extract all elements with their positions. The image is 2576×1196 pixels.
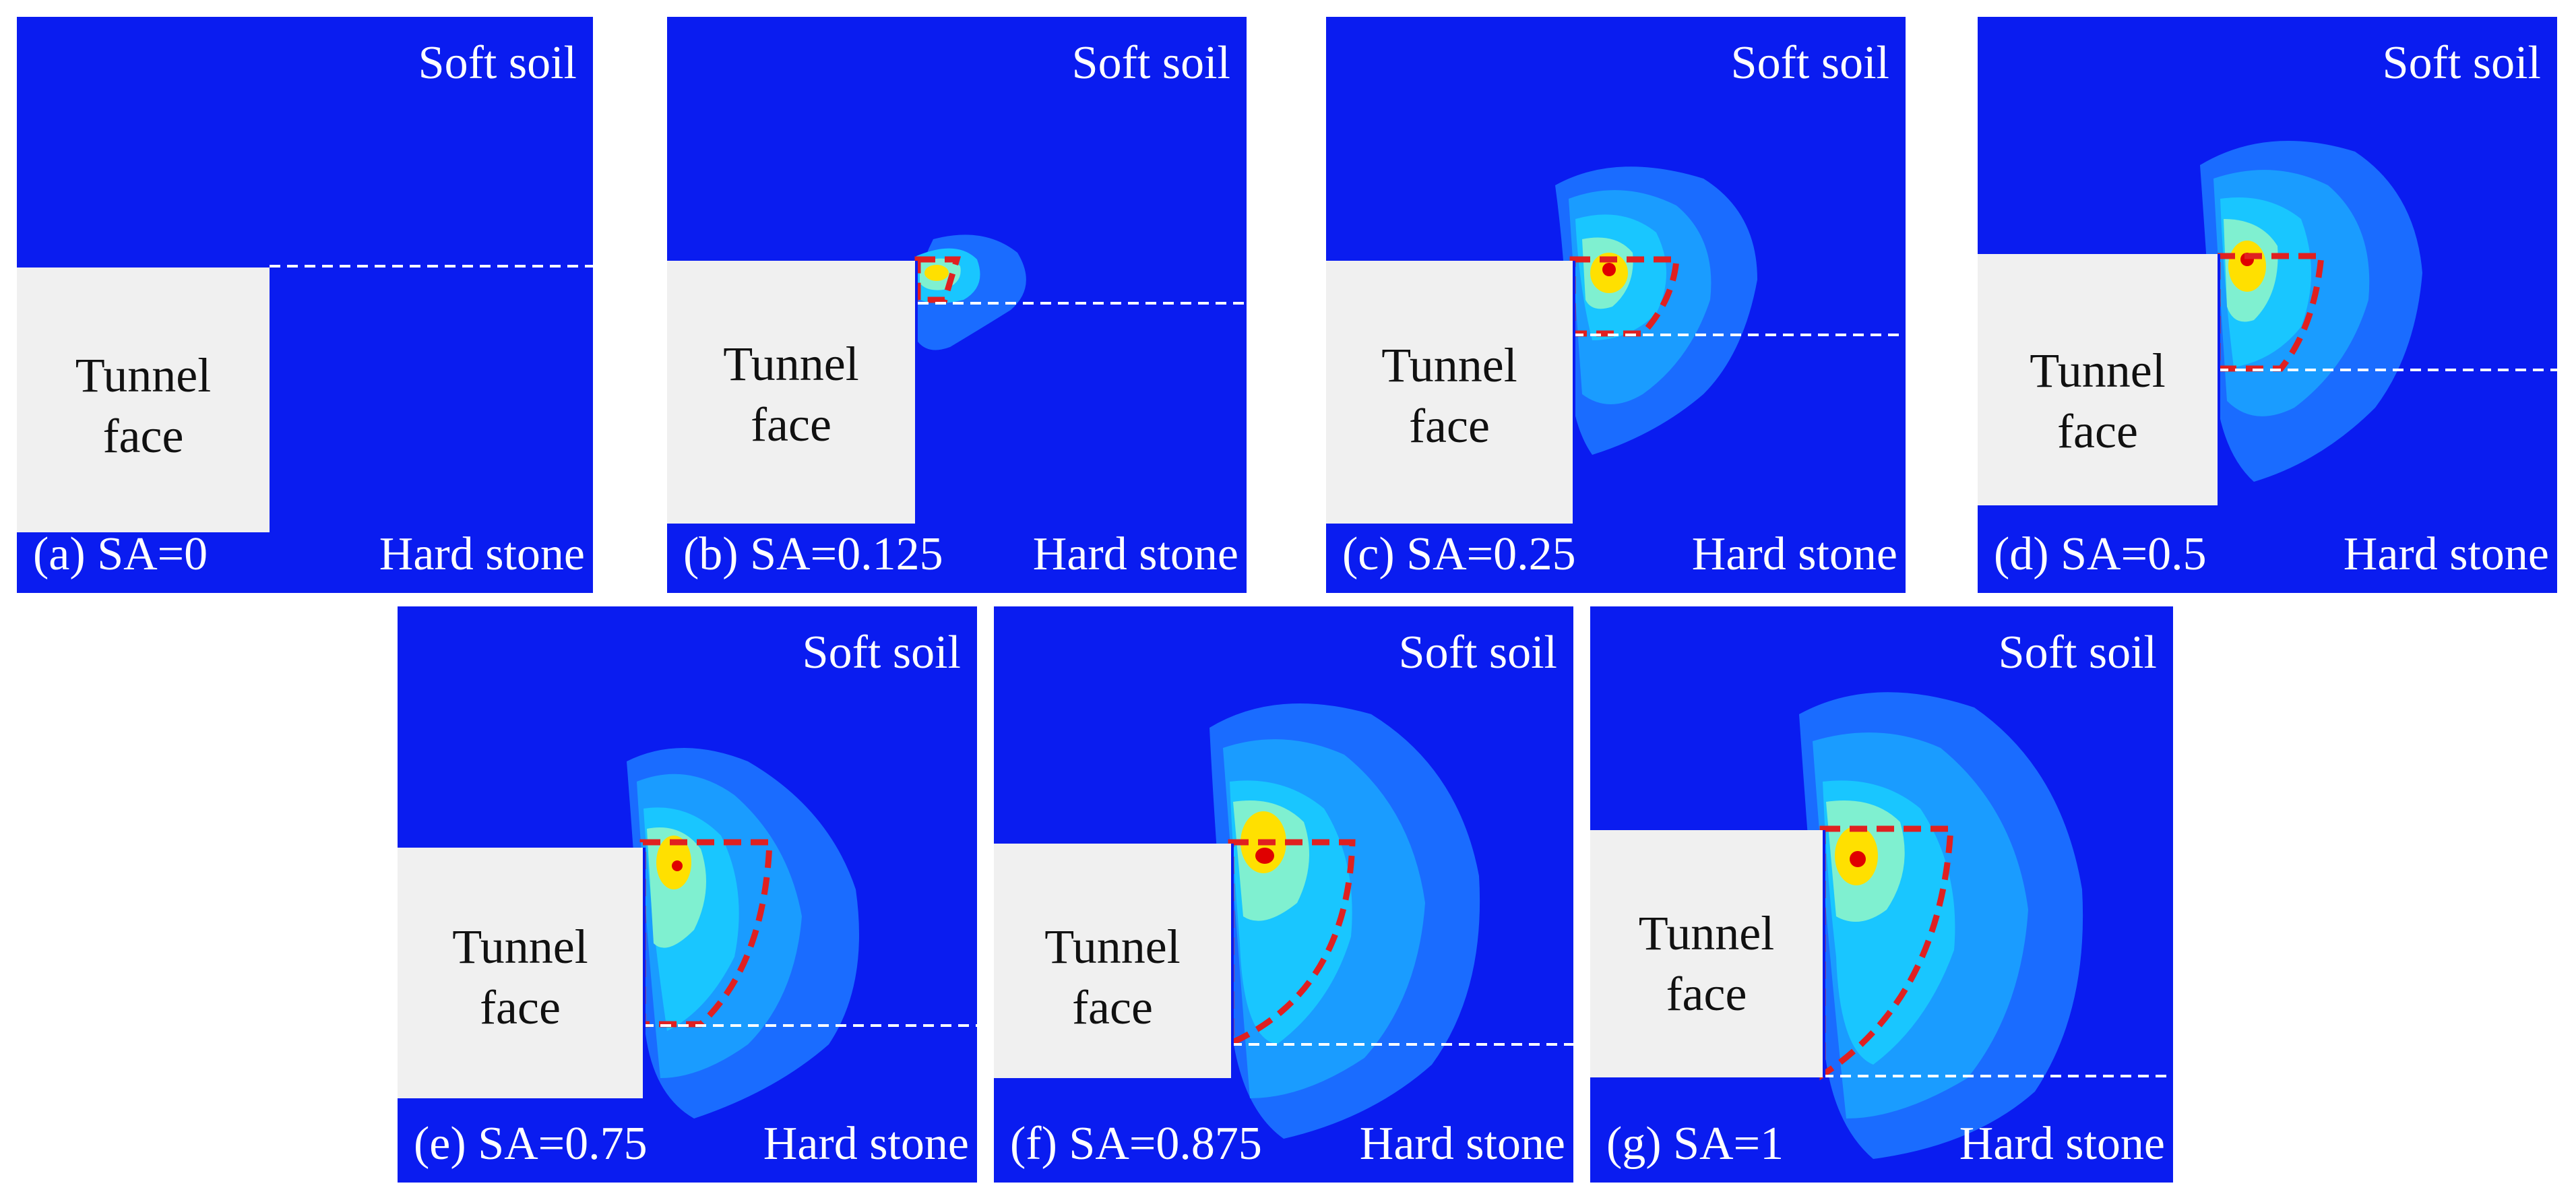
panel-caption: (g) SA=1 xyxy=(1606,1118,1784,1170)
tunnel-face-label: Tunnel face xyxy=(1978,340,2218,462)
tunnel-face xyxy=(1590,830,1825,1077)
panel-caption: (a) SA=0 xyxy=(33,528,208,580)
hard-stone-label: Hard stone xyxy=(1032,528,1238,580)
failure-zone-outline xyxy=(2214,253,2325,372)
tunnel-face xyxy=(398,848,646,1098)
tunnel-face-label: Tunnel face xyxy=(667,334,915,455)
tunnel-face-line2: face xyxy=(1072,980,1153,1034)
tunnel-face-line1: Tunnel xyxy=(75,348,212,402)
hard-stone-label: Hard stone xyxy=(763,1118,969,1170)
panel-caption: (f) SA=0.875 xyxy=(1010,1118,1262,1170)
contour-field xyxy=(1210,703,1573,1139)
failure-zone-outline xyxy=(639,839,773,1028)
tunnel-face xyxy=(17,267,272,532)
hard-stone-label: Hard stone xyxy=(1691,528,1897,580)
tunnel-face-line1: Tunnel xyxy=(1381,338,1517,392)
soft-soil-label: Soft soil xyxy=(2382,37,2541,89)
tunnel-face-label: Tunnel face xyxy=(1326,335,1573,456)
contour-field xyxy=(627,748,977,1119)
contour-field xyxy=(912,234,1247,350)
soft-soil-label: Soft soil xyxy=(418,37,577,89)
tunnel-face-line2: face xyxy=(480,980,561,1034)
peak-zone xyxy=(924,265,949,281)
contour-field xyxy=(270,265,593,267)
panel-b: Tunnel face Soft soil Hard stone (b) SA=… xyxy=(667,17,1247,593)
stress-contours xyxy=(2200,141,2422,482)
tunnel-face-line1: Tunnel xyxy=(723,337,859,391)
panel-caption: (e) SA=0.75 xyxy=(414,1118,648,1170)
panel-a: Tunnel face Soft soil Hard stone (a) SA=… xyxy=(17,17,593,593)
panel-f: Tunnel face Soft soil Hard stone (f) SA=… xyxy=(994,606,1573,1183)
hard-stone-label: Hard stone xyxy=(1359,1118,1565,1170)
stress-contours xyxy=(1555,166,1757,455)
tunnel-face xyxy=(1978,254,2220,505)
tunnel-face-line2: face xyxy=(1666,967,1747,1021)
contour-field xyxy=(2200,141,2557,482)
tunnel-face-line1: Tunnel xyxy=(2030,344,2166,398)
tunnel-face-label: Tunnel face xyxy=(17,345,270,466)
stress-contours xyxy=(627,748,859,1119)
failure-zone-outline xyxy=(1819,825,1954,1081)
failure-zone-outline xyxy=(914,256,962,303)
tunnel-face-line2: face xyxy=(102,409,184,463)
soft-soil-label: Soft soil xyxy=(1730,37,1889,89)
soft-soil-label: Soft soil xyxy=(1398,627,1557,679)
tunnel-face-line1: Tunnel xyxy=(452,920,588,974)
tunnel-face xyxy=(667,261,918,524)
tunnel-face-line2: face xyxy=(751,398,831,451)
soft-soil-label: Soft soil xyxy=(1998,627,2157,679)
contour-field xyxy=(1799,692,2173,1159)
tunnel-face-label: Tunnel face xyxy=(398,916,643,1038)
failure-zone-outline xyxy=(1228,839,1356,1048)
peak-core xyxy=(1602,263,1616,276)
panel-g: Tunnel face Soft soil Hard stone (g) SA=… xyxy=(1590,606,2173,1183)
tunnel-face-line2: face xyxy=(2057,404,2138,458)
tunnel-face-label: Tunnel face xyxy=(994,916,1231,1038)
peak-core xyxy=(1255,848,1274,864)
tunnel-face-line1: Tunnel xyxy=(1044,920,1181,974)
soft-soil-label: Soft soil xyxy=(1071,37,1230,89)
stress-contours xyxy=(1799,692,2083,1159)
stress-contours xyxy=(912,234,1026,350)
tunnel-face-line2: face xyxy=(1409,399,1490,453)
hard-stone-label: Hard stone xyxy=(379,528,585,580)
tunnel-face xyxy=(1326,261,1575,524)
panel-caption: (b) SA=0.125 xyxy=(683,528,943,580)
tunnel-face-line1: Tunnel xyxy=(1638,906,1775,960)
hard-stone-label: Hard stone xyxy=(1959,1118,2165,1170)
panel-caption: (d) SA=0.5 xyxy=(1994,528,2207,580)
stress-contours xyxy=(1210,703,1480,1139)
panel-e: Tunnel face Soft soil Hard stone (e) SA=… xyxy=(398,606,977,1183)
tunnel-face xyxy=(994,844,1234,1078)
soft-soil-label: Soft soil xyxy=(802,627,961,679)
peak-core xyxy=(672,860,683,871)
peak-core xyxy=(1850,851,1866,867)
failure-zone-outline xyxy=(1569,256,1680,337)
panel-c: Tunnel face Soft soil Hard stone (c) SA=… xyxy=(1326,17,1906,593)
contour-field xyxy=(1555,166,1906,455)
panel-caption: (c) SA=0.25 xyxy=(1342,528,1576,580)
hard-stone-label: Hard stone xyxy=(2343,528,2549,580)
tunnel-face-label: Tunnel face xyxy=(1590,903,1823,1024)
panel-d: Tunnel face Soft soil Hard stone (d) SA=… xyxy=(1978,17,2557,593)
